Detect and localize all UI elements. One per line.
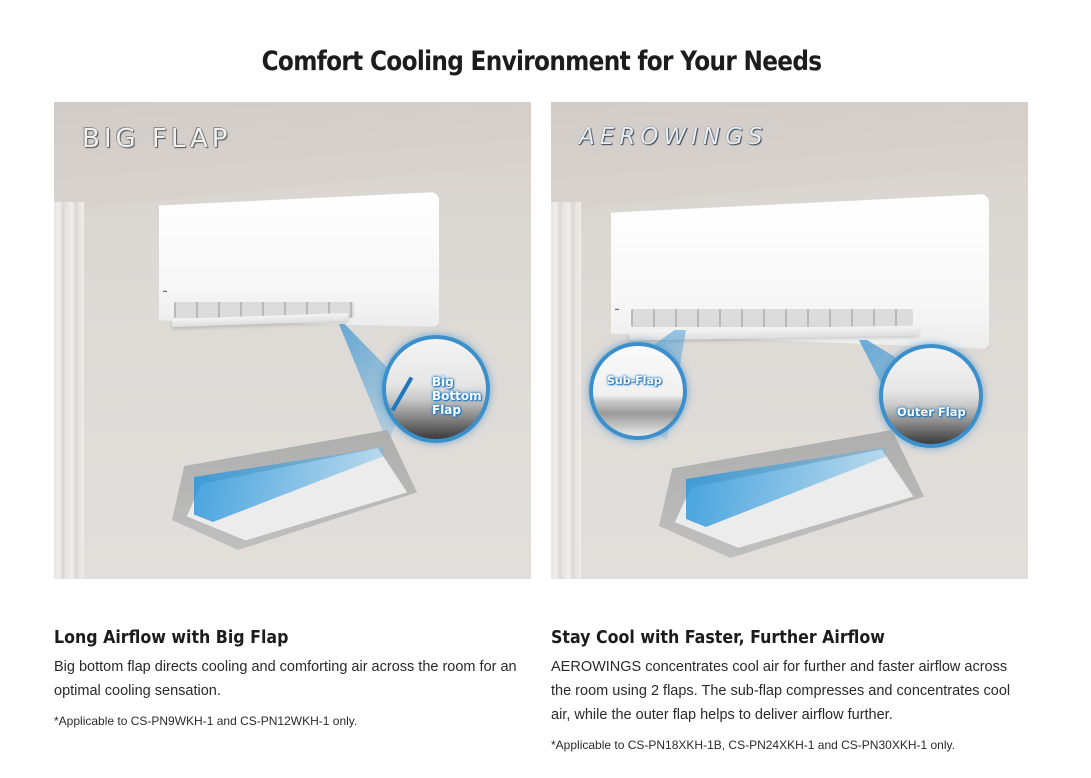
ac-logo: ▬ xyxy=(615,306,619,311)
sub-flap-label: Sub-Flap xyxy=(607,374,662,387)
aerowings-heading: Stay Cool with Faster, Further Airflow xyxy=(551,626,885,648)
callout-line-2: Bottom xyxy=(432,389,482,403)
aerowings-description: AEROWINGS concentrates cool air for furt… xyxy=(551,659,1011,723)
callout-line-1: Big xyxy=(432,375,454,389)
brand-label-big-flap: BIG FLAP xyxy=(82,124,232,154)
ac-air-outlet xyxy=(631,309,913,327)
brand-label-aerowings: AEROWINGS xyxy=(579,124,768,150)
big-flap-heading: Long Airflow with Big Flap xyxy=(54,626,289,648)
big-bottom-flap-magnifier: Big Bottom Flap xyxy=(382,335,490,443)
aerowings-product-image: AEROWINGS ▬ Sub-Flap Outer Flap xyxy=(551,102,1028,579)
big-flap-applicability-note: *Applicable to CS-PN9WKH-1 and CS-PN12WK… xyxy=(54,714,358,728)
callout-line-3: Flap xyxy=(432,403,461,417)
sub-flap-magnifier: Sub-Flap xyxy=(589,342,687,440)
flap-arrow-icon xyxy=(390,376,414,412)
ceiling-shape xyxy=(54,102,531,212)
aerowings-applicability-note: *Applicable to CS-PN18XKH-1B, CS-PN24XKH… xyxy=(551,738,955,752)
curtain-graphic xyxy=(551,202,581,579)
page-title: Comfort Cooling Environment for Your Nee… xyxy=(261,46,823,78)
outer-flap-magnifier: Outer Flap xyxy=(879,344,983,448)
big-flap-description: Big bottom flap directs cooling and comf… xyxy=(54,659,517,699)
big-flap-product-image: BIG FLAP ▬ Big Bottom Flap xyxy=(54,102,531,579)
curtain-graphic xyxy=(54,202,84,579)
outer-flap-label: Outer Flap xyxy=(897,405,966,419)
ac-logo: ▬ xyxy=(163,288,167,293)
big-bottom-flap-label: Big Bottom Flap xyxy=(432,375,482,417)
ceiling-shape xyxy=(551,102,1028,212)
